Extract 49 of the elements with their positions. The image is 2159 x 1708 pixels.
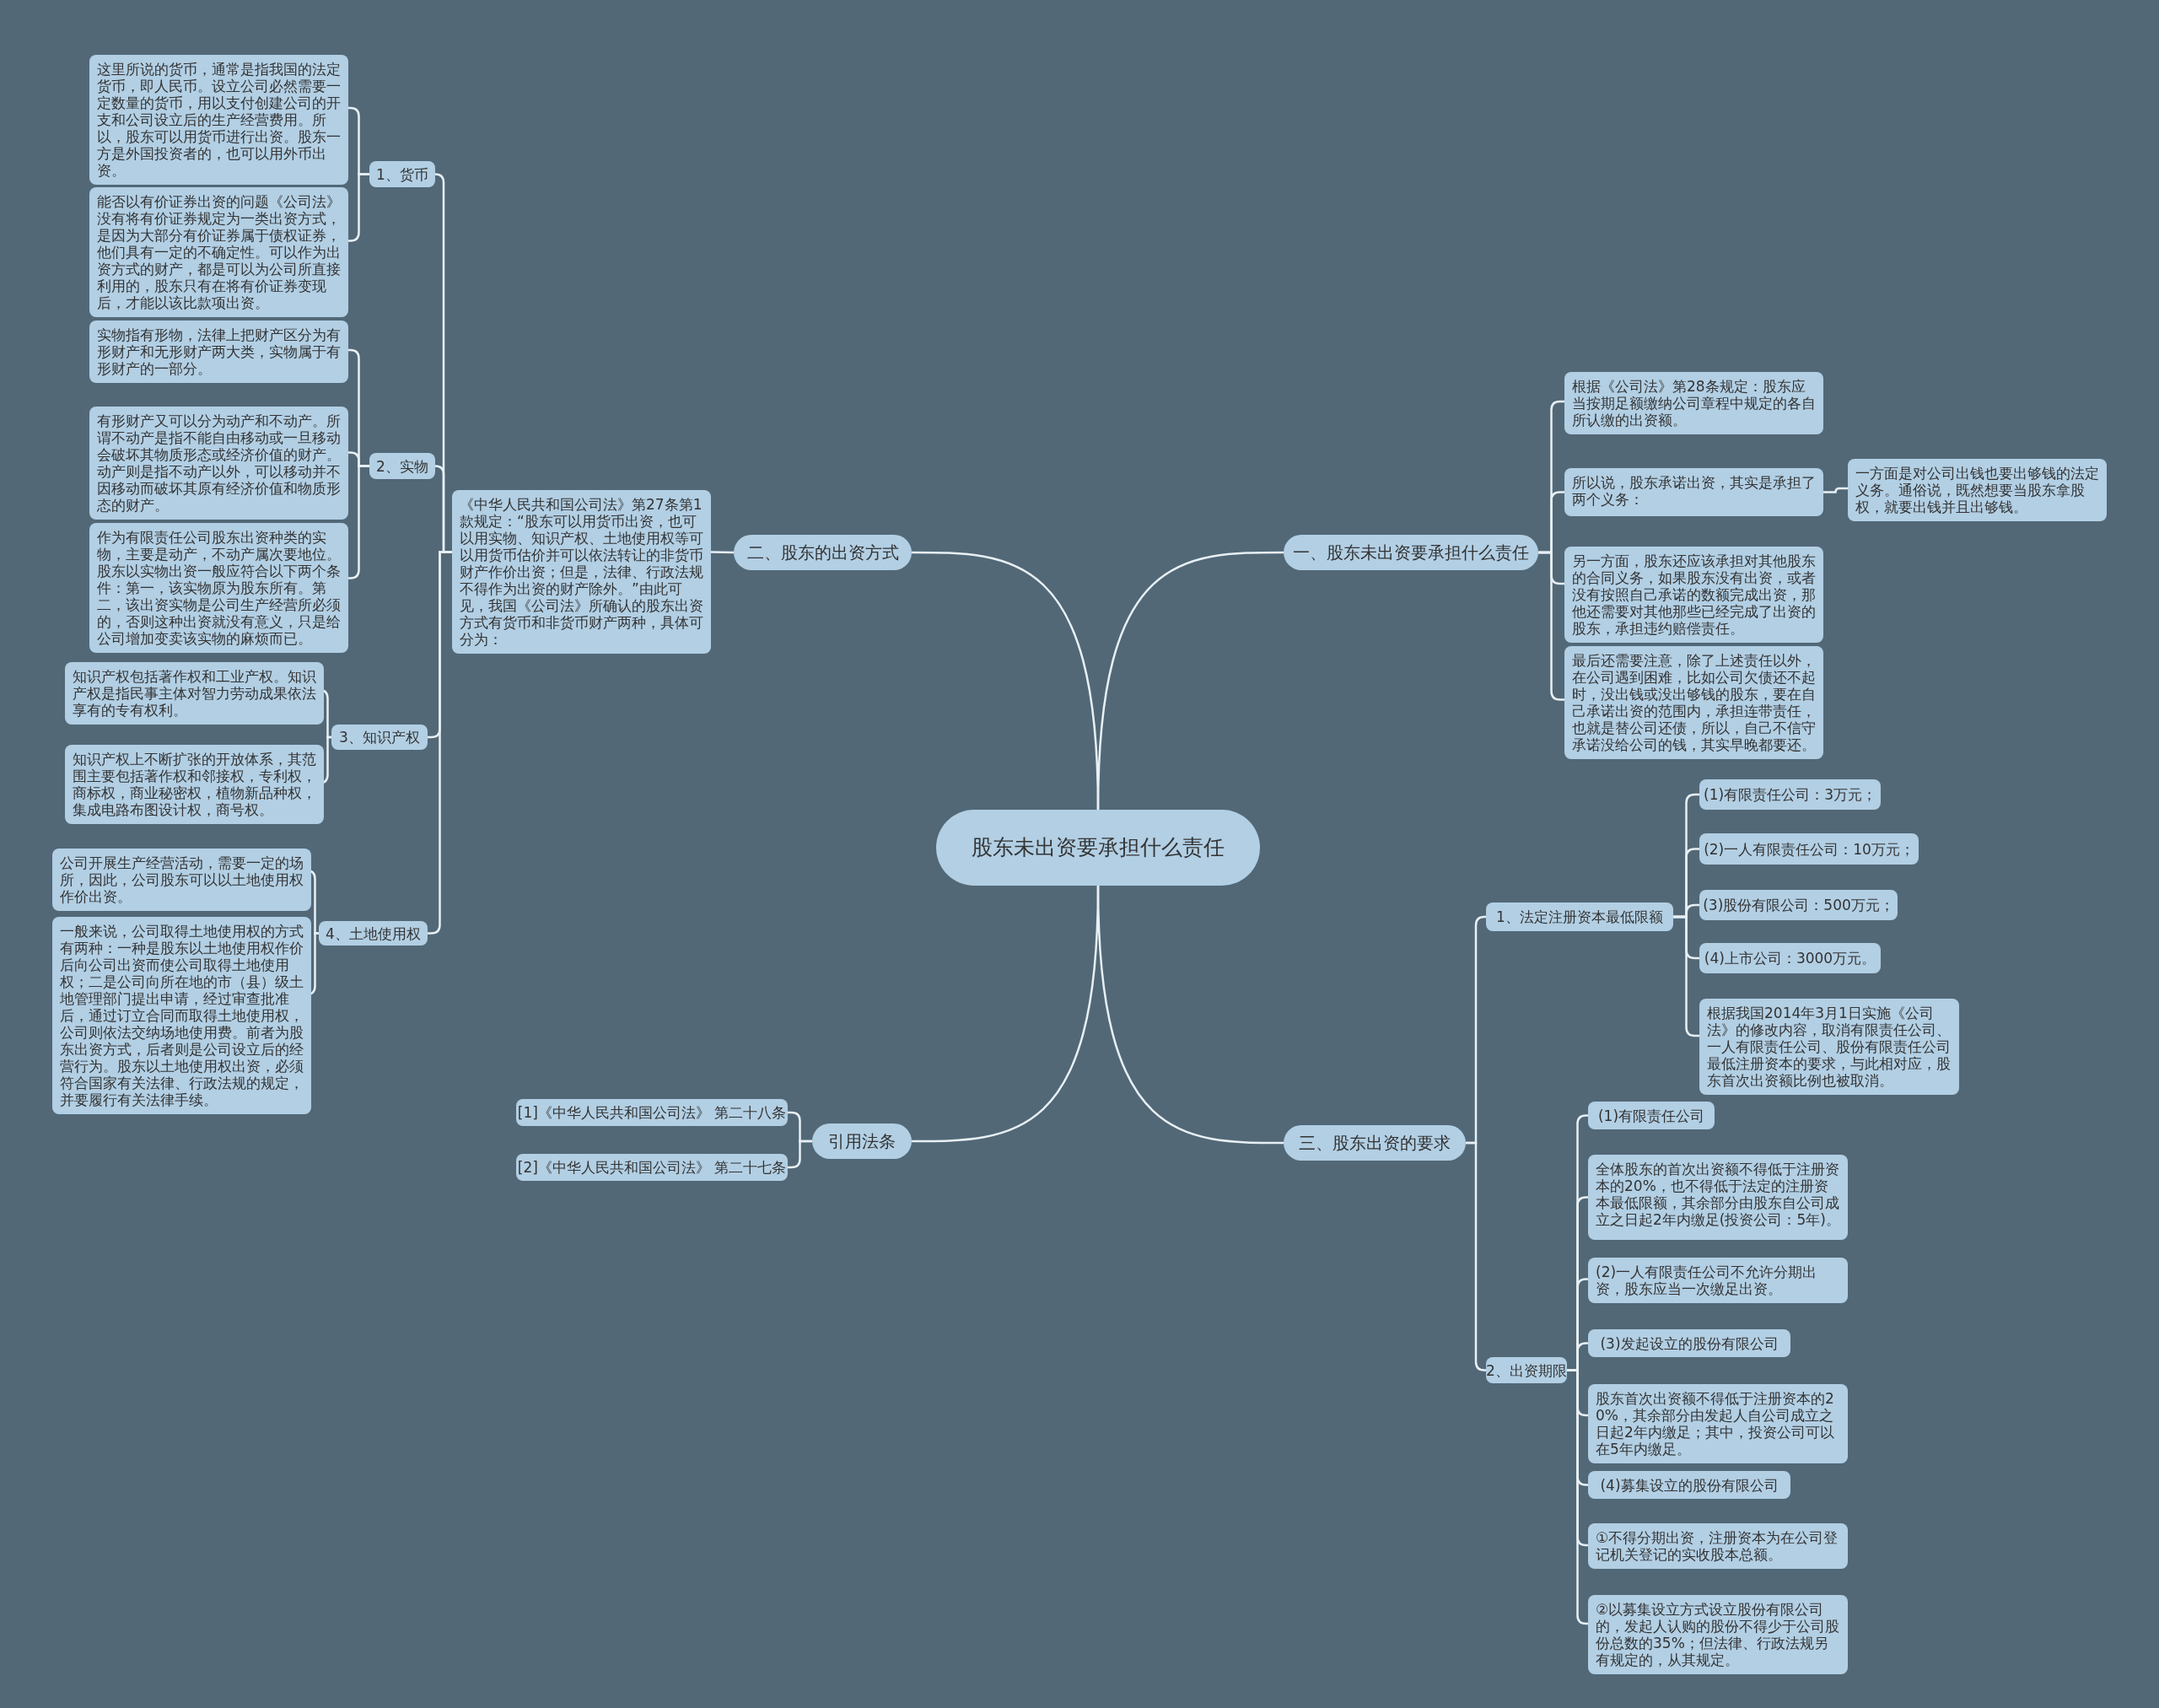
subtopic-box: (1)有限责任公司	[1588, 1102, 1715, 1129]
note-box: 一方面是对公司出钱也要出够钱的法定义务。通俗说，既然想要当股东拿股权，就要出钱并且出够钱。	[1848, 459, 2107, 521]
note-box: 能否以有价证券出资的问题《公司法》没有将有价证券规定为一类出资方式，是因为大部分有价证券属于债权证券，他们具有一定的不确定性。可以作为出资方式的财产，都是可以为公司所直接利用的，股东只有在将有价证券变现后，才能以该比款项出资。	[89, 187, 348, 317]
connector-line	[1096, 551, 1284, 811]
connector-line	[348, 173, 369, 242]
subtopic-box: (3)发起设立的股份有限公司	[1588, 1329, 1790, 1357]
note-box: 一般来说，公司取得土地使用权的方式有两种：一种是股东以土地使用权作价后向公司出资而使公司取得土地使用权；二是公司向所在地的市（县）级土地管理部门提出申请，经过审查批准后，通过订立合同而取得土地使用权，公司则依法交纳场地使用费。前者为股东出资方式，后者则是公司设立后的经营行为。股东以土地使用权出资，必须符合国家有关法律、行政法规的规定，并要履行有关法律手续。	[52, 917, 311, 1114]
subtopic-box: 4、土地使用权	[319, 921, 428, 946]
note-box: 有形财产又可以分为动产和不动产。所谓不动产是指不能自由移动或一旦移动会破坏其物质形态或经济价值的财产。动产则是指不动产以外，可以移动并不因移动而破坏其原有经济价值和物质形态的财产。	[89, 407, 348, 520]
note-box: 根据我国2014年3月1日实施《公司法》的修改内容，取消有限责任公司、一人有限责任公司、股份有限责任公司最低注册资本的要求，与此相对应，股东首次出资额比例也被取消。	[1699, 999, 1959, 1095]
note-box: 公司开展生产经营活动，需要一定的场所，因此，公司股东可以以土地使用权作价出资。	[52, 849, 311, 911]
subtopic-box: (3)股份有限公司：500万元；	[1699, 890, 1898, 920]
connector-line	[1466, 1141, 1487, 1371]
note-box: 股东首次出资额不得低于注册资本的20%，其余部分由发起人自公司成立之日起2年内缴足；其中，投资公司可以在5年内缴足。	[1588, 1384, 1848, 1463]
note-box: (2)一人有限责任公司不允许分期出资，股东应当一次缴足出资。	[1588, 1258, 1848, 1303]
note-box: 实物指有形物，法律上把财产区分为有形财产和无形财产两大类，实物属于有形财产的一部分。	[89, 321, 348, 383]
note-box: 另一方面，股东还应该承担对其他股东的合同义务，如果股东没有出资，或者没有按照自己承诺的数额完成出资，那他还需要对其他那些已经完成了出资的股东，承担违约赔偿责任。	[1564, 547, 1823, 643]
note-box: 《中华人民共和国公司法》第27条第1款规定：“股东可以用货币出资，也可以用实物、知识产权、土地使用权等可以用货币估价并可以依法转让的非货币财产作价出资；但是，法律、行政法规不得作为出资的财产除外。”由此可见，我国《公司法》所确认的股东出资方式有货币和非货币财产两种，具体可分为：	[452, 490, 711, 654]
subtopic-box: 3、知识产权	[331, 725, 428, 750]
subtopic-box: 2、出资期限	[1486, 1357, 1567, 1383]
connector-line	[710, 551, 735, 554]
branch-topic: 引用法条	[812, 1123, 912, 1159]
branch-topic: 三、股东出资的要求	[1284, 1125, 1466, 1161]
subtopic-box: (2)一人有限责任公司：10万元；	[1699, 833, 1919, 865]
note-box: ①不得分期出资，注册资本为在公司登记机关登记的实收股本总额。	[1588, 1523, 1848, 1569]
subtopic-box: 1、货币	[369, 161, 435, 187]
subtopic-box: 1、法定注册资本最低限额	[1486, 902, 1673, 931]
connector-line	[788, 1140, 812, 1169]
subtopic-box: (1)有限责任公司：3万元；	[1699, 779, 1881, 810]
note-box: 知识产权包括著作权和工业产权。知识产权是指民事主体对智力劳动成果依法享有的专有权利。	[65, 662, 324, 725]
subtopic-box: (4)上市公司：3000万元。	[1699, 943, 1881, 973]
connector-line	[1823, 487, 1848, 493]
note-box: 作为有限责任公司股东出资种类的实物，主要是动产，不动产属次要地位。股东以实物出资一般应符合以下两个条件：第一，该实物原为股东所有。第二，该出资实物是公司生产经营所必须的，否则这种出资就没有意义，只是给公司增加变卖该实物的麻烦而已。	[89, 523, 348, 653]
subtopic-box: [2]《中华人民共和国公司法》 第二十七条	[516, 1154, 788, 1181]
connector-line	[1096, 885, 1284, 1145]
subtopic-box: [1]《中华人民共和国公司法》 第二十八条	[516, 1099, 788, 1126]
subtopic-box: (4)募集设立的股份有限公司	[1588, 1471, 1790, 1499]
note-box: 知识产权上不断扩张的开放体系，其范围主要包括著作权和邻接权，专利权，商标权，商业秘密权，植物新品种权，集成电路布图设计权，商号权。	[65, 745, 324, 824]
note-box: 所以说，股东承诺出资，其实是承担了两个义务：	[1564, 468, 1823, 516]
subtopic-box: 2、实物	[369, 453, 435, 479]
note-box: 根据《公司法》第28条规定：股东应当按期足额缴纳公司章程中规定的各自所认缴的出资额。	[1564, 372, 1823, 434]
note-box: ②以募集设立方式设立股份有限公司的，发起人认购的股份不得少于公司股份总数的35%；但法律、行政法规另有规定的，从其规定。	[1588, 1595, 1848, 1674]
branch-topic: 二、股东的出资方式	[734, 535, 912, 570]
central-topic: 股东未出资要承担什么责任	[936, 810, 1260, 886]
note-box: 这里所说的货币，通常是指我国的法定货币，即人民币。设立公司必然需要一定数量的货币，用以支付创建公司的开支和公司设立后的生产经营费用。所以，股东可以用货币进行出资。股东一方是外国投资者的，也可以用外币出资。	[89, 55, 348, 185]
connector-line	[348, 465, 369, 579]
note-box: 最后还需要注意，除了上述责任以外，在公司遇到困难，比如公司欠债还不起时，没出钱或没出够钱的股东，要在自己承诺出资的范围内，承担连带责任，也就是替公司还债，所以，自己不信守承诺没给公司的钱，其实早晚都要还。	[1564, 646, 1823, 759]
branch-topic: 一、股东未出资要承担什么责任	[1284, 535, 1538, 570]
note-box: 全体股东的首次出资额不得低于注册资本的20%，也不得低于法定的注册资本最低限额，其余部分由股东自公司成立之日起2年内缴足(投资公司：5年)。	[1588, 1155, 1848, 1240]
